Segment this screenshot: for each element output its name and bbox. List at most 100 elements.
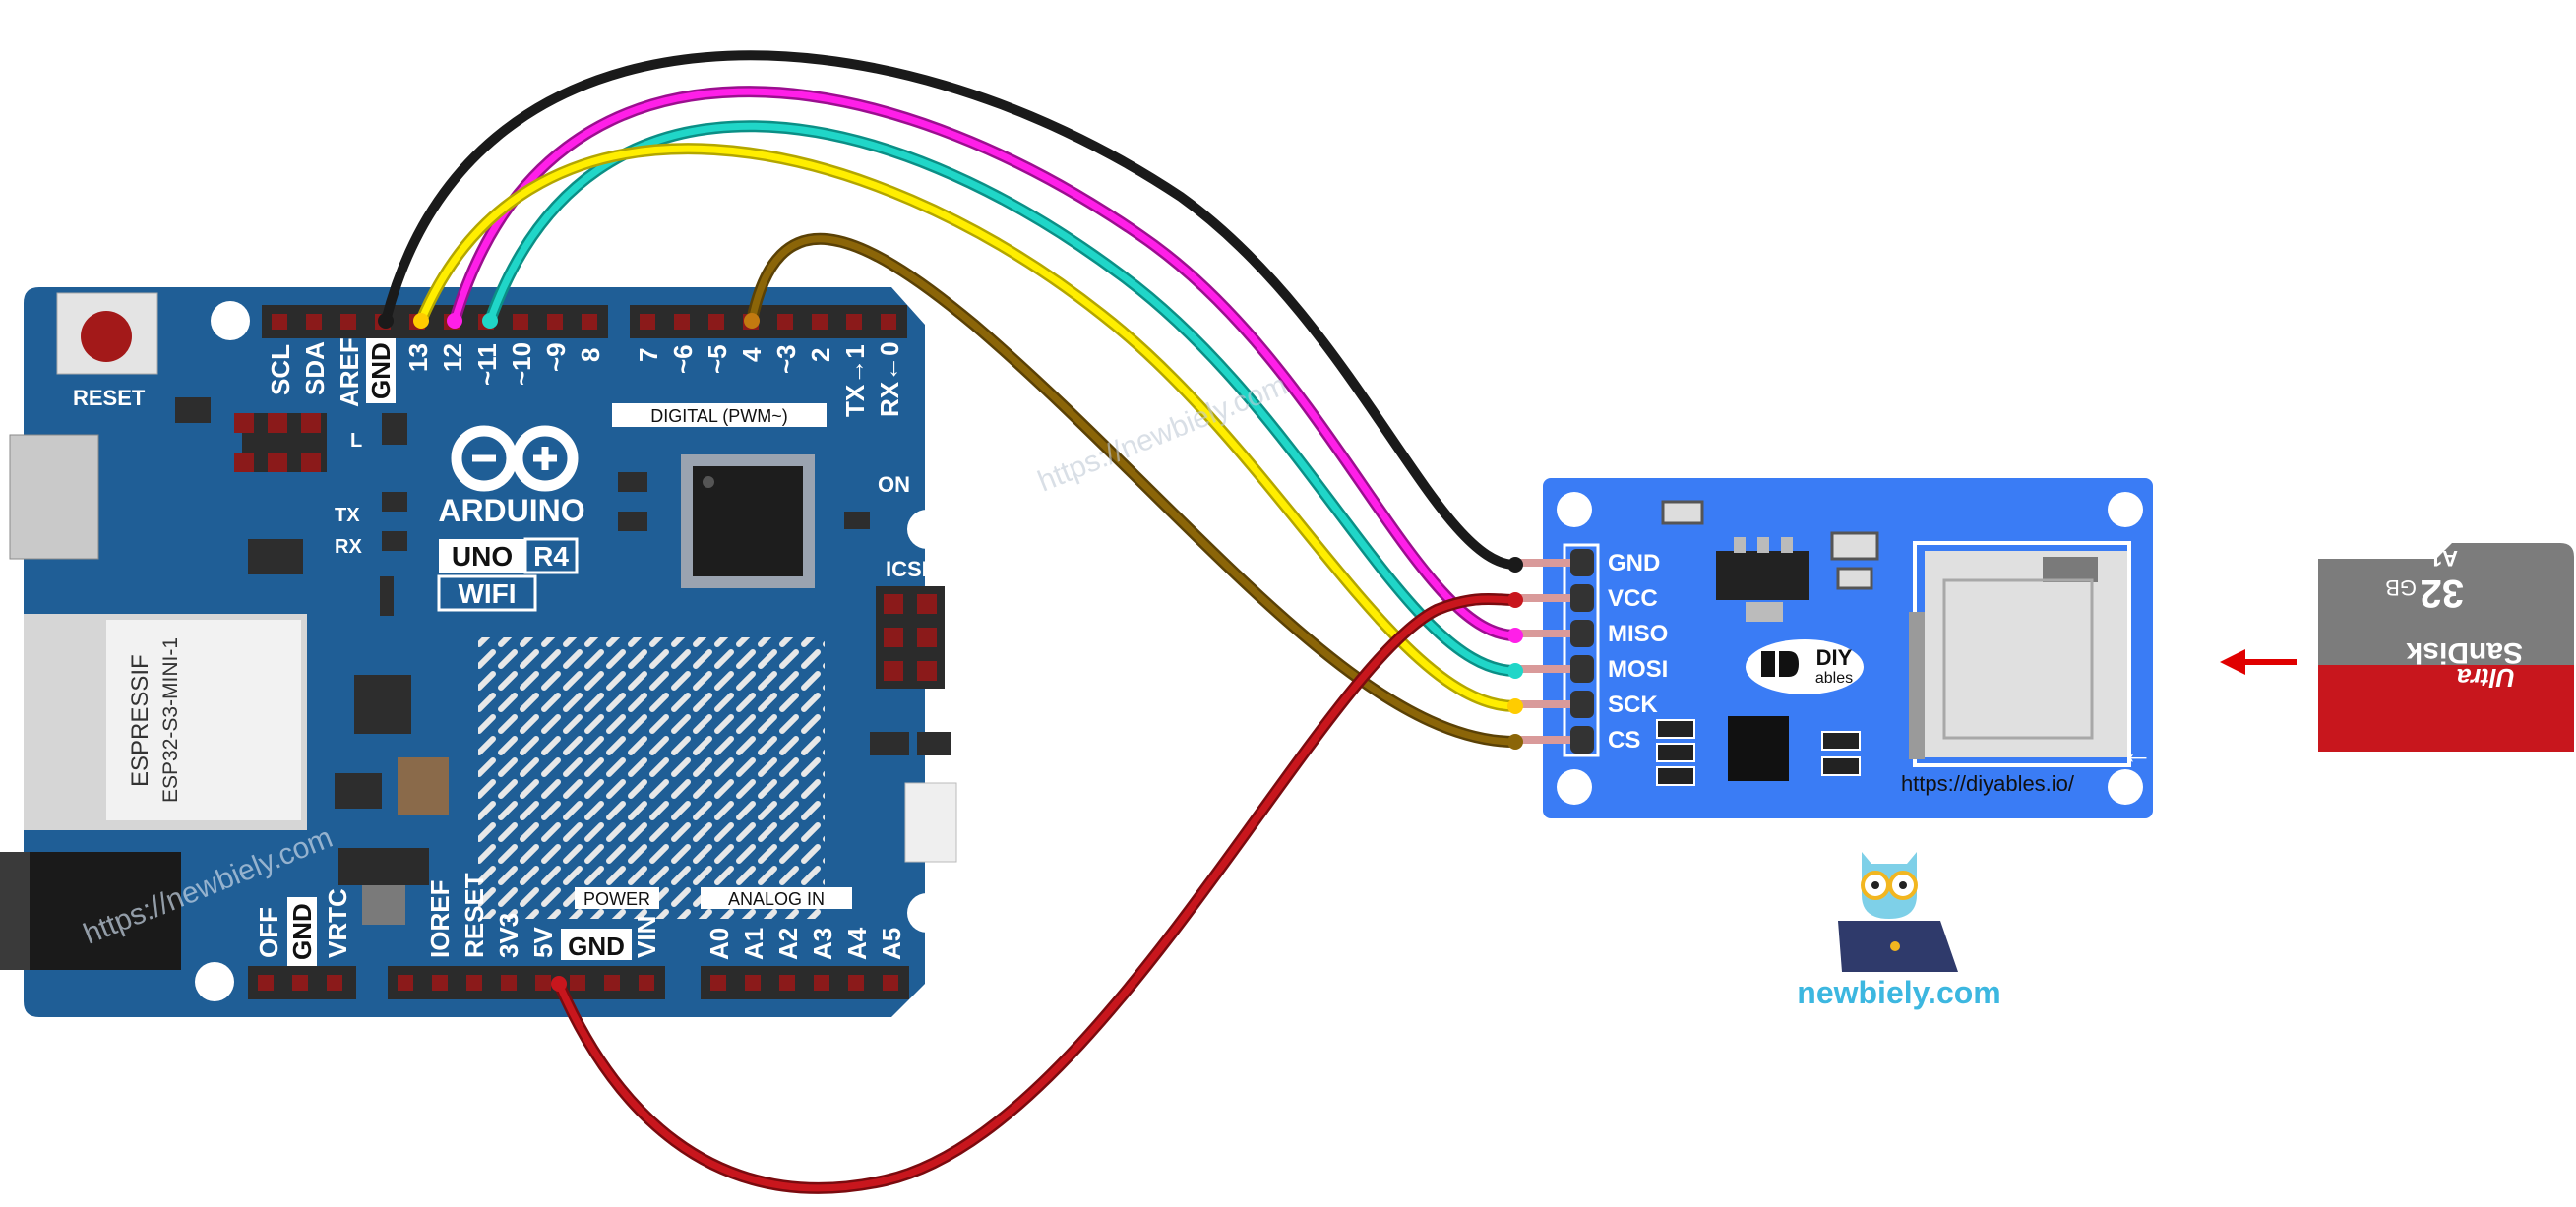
digital-header-right [630, 305, 907, 338]
qwiic-connector [904, 782, 957, 863]
jumper-pins [234, 413, 321, 472]
sd-pin-leads [1515, 559, 1570, 744]
digital-header-left [262, 305, 608, 338]
led-matrix [478, 637, 825, 919]
power-header [388, 966, 665, 999]
pin-label: VRTC [323, 888, 352, 958]
pin-label-vcc: VCC [1608, 585, 1658, 612]
pin-label: 12 [438, 343, 467, 372]
pin-label: ~9 [541, 342, 571, 372]
smd-array [1656, 719, 1861, 786]
pin-label: 2 [806, 348, 835, 362]
wire-end [1507, 628, 1523, 643]
wire-end [482, 313, 498, 329]
wifi-label: WIFI [458, 578, 516, 609]
card-brand: SanDisk [2406, 636, 2523, 669]
wire-end [1507, 698, 1523, 714]
card-unit: GB [2385, 575, 2417, 600]
pin-label-gnd: GND [366, 342, 396, 399]
card-capacity: 32 [2421, 572, 2465, 615]
pin-label: SDA [300, 341, 330, 395]
insert-card-arrow-icon [2220, 649, 2297, 675]
mount-hole [1557, 769, 1592, 805]
crystal [398, 757, 449, 815]
site-brand: newbiely.com [1797, 975, 2000, 1010]
esp32-module [24, 614, 307, 830]
wire-sck [415, 143, 1521, 712]
pin-label: ~3 [771, 344, 801, 374]
reset-button[interactable] [56, 292, 158, 375]
tx-label: TX [335, 505, 360, 526]
pin-label: SCL [266, 344, 295, 395]
pin-label: RX←0 [875, 341, 904, 417]
power-jack [0, 852, 181, 970]
pin-label: AREF [335, 337, 364, 407]
pin-label-mosi: MOSI [1608, 656, 1668, 683]
pin-label: A3 [808, 928, 837, 960]
wire-end [744, 313, 760, 329]
usb-connector [9, 434, 99, 560]
insert-arrow-icon: ← [2121, 735, 2153, 770]
wire-cs [746, 232, 1521, 748]
wire-vcc [553, 592, 1521, 1194]
logo-bottom: ables [1815, 670, 1853, 687]
wire-end [413, 313, 429, 329]
uno-label: UNO [452, 541, 513, 572]
digital-header-label: DIGITAL (PWM~) [650, 406, 788, 426]
pin-label: 7 [634, 348, 663, 362]
l-label: L [350, 430, 362, 452]
diyables-logo [1746, 639, 1864, 694]
reset-label: RESET [73, 386, 146, 410]
power-header-label: POWER [583, 889, 650, 909]
mount-hole [907, 893, 947, 933]
arduino-board: RESET [0, 287, 957, 1017]
pin-label-gnd: GND [287, 903, 317, 960]
wires [378, 50, 1523, 1194]
main-chip [681, 454, 815, 588]
card-line: Ultra [2457, 663, 2515, 693]
digital-header-bar [612, 403, 827, 427]
mount-hole [2108, 769, 2143, 805]
wire-end [1507, 592, 1523, 608]
analog-header-label: ANALOG IN [728, 889, 825, 909]
arduino-brand: ARDUINO [438, 493, 584, 528]
mount-hole [2108, 492, 2143, 527]
micro-sd-card [2318, 543, 2574, 752]
module-url: https://diyables.io/ [1901, 771, 2075, 796]
pin-label: A1 [739, 928, 768, 960]
pin-label: ~10 [507, 342, 536, 386]
voltage-regulator [338, 848, 429, 885]
wire-end [1507, 663, 1523, 679]
newbiely-owl-logo [1838, 852, 1958, 972]
bottom-left-labels: OFF GND VRTC [254, 888, 352, 966]
analog-pin-labels: A0 A1 A2 A3 A4 A5 [705, 927, 906, 960]
pin-label: ~6 [668, 344, 698, 374]
arduino-logo [451, 425, 579, 492]
pin-label: ~11 [472, 343, 502, 386]
pin-label-cs: CS [1608, 727, 1640, 754]
pin-label-miso: MISO [1608, 621, 1668, 647]
pin-label: 3V3 [494, 913, 523, 958]
pin-label: 13 [403, 343, 433, 372]
power-pin-labels: IOREF RESET 3V3 5V GND VIN [425, 873, 661, 961]
pin-label: A2 [773, 928, 803, 960]
pin-label-gnd: GND [1608, 550, 1660, 576]
sd-socket [1909, 541, 2131, 767]
pin-label: A4 [842, 927, 872, 960]
level-shifter-chip [1728, 716, 1789, 781]
wire-end [1507, 734, 1523, 750]
analog-header [701, 966, 909, 999]
capacitor [1830, 531, 1879, 561]
pin-label: 5V [528, 927, 558, 958]
sd-card-text: Ultra SanDisk 32 GB A1 [2385, 546, 2523, 693]
wire-miso [449, 86, 1521, 641]
pin-label-gnd: GND [568, 932, 625, 961]
mount-hole [195, 962, 234, 1001]
pin-label: ~5 [703, 344, 732, 374]
rx-label: RX [335, 536, 362, 558]
module-name: ESP32-S3-MINI-1 [159, 637, 182, 803]
sd-card-module: GND VCC MISO MOSI SCK CS [1515, 478, 2153, 818]
mount-hole [211, 301, 250, 340]
card-class: A1 [2430, 546, 2458, 571]
